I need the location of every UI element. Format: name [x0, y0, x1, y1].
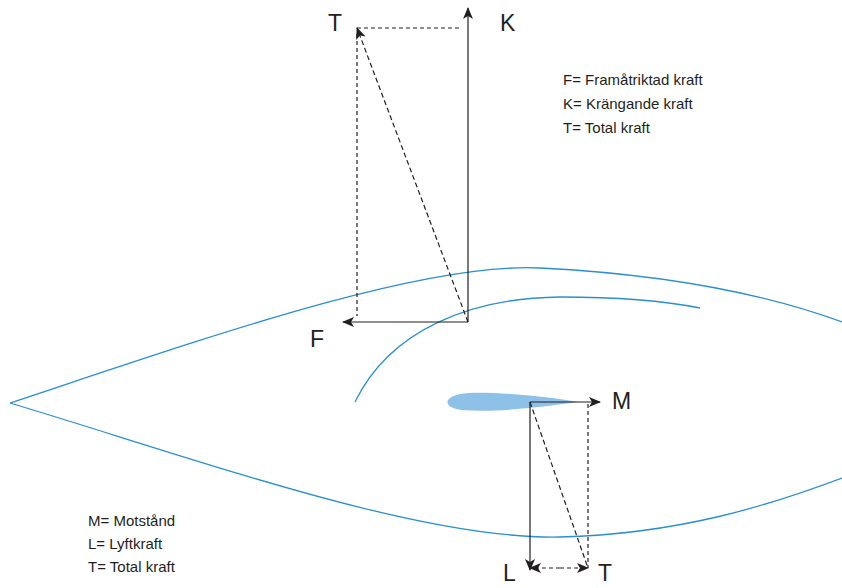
force-letter: F [310, 328, 324, 351]
hull-outline [10, 403, 842, 537]
sail-force-vectors [343, 8, 468, 322]
keel-force-vectors [530, 402, 600, 570]
force-letter: K [500, 12, 515, 35]
key-line: T= Total kraft [563, 120, 650, 135]
force-letter: T [598, 562, 612, 585]
key-line: F= Framåtriktad kraft [563, 72, 703, 87]
hull-outline [10, 268, 842, 403]
key-line: K= Krängande kraft [563, 96, 693, 111]
force-letter: L [503, 562, 516, 585]
force-letter: T [328, 12, 342, 35]
force-letter: M [612, 390, 631, 413]
key-line: M= Motstånd [88, 513, 175, 528]
sail-curve [355, 297, 700, 402]
key-line: L= Lyftkraft [88, 536, 162, 551]
key-line: T= Total kraft [88, 559, 175, 574]
